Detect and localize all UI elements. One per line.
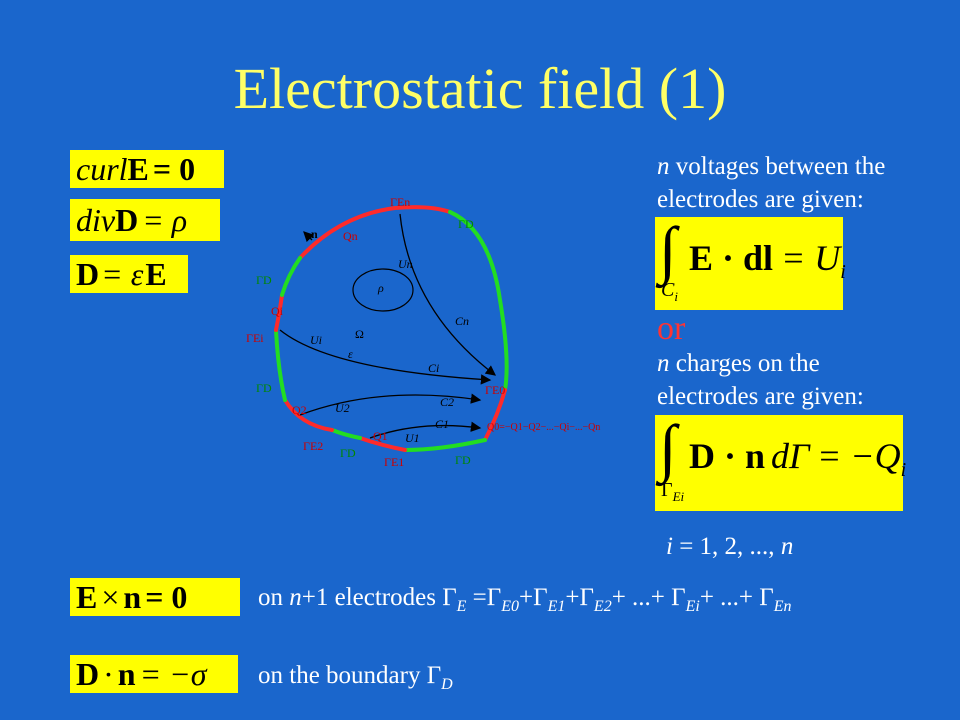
label-q-i: Qi: [271, 304, 284, 318]
div-equation: div D = ρ: [70, 199, 220, 241]
dot-vec: n: [117, 655, 136, 692]
line-integral-lower: Ci: [661, 279, 678, 304]
dirichlet-boundary-bottom-right: [403, 438, 487, 452]
line-integral-body: E · dl: [689, 238, 774, 278]
index-n: n: [780, 533, 794, 560]
label-u-n: Un: [398, 257, 413, 271]
label-c-2: C2: [440, 395, 454, 409]
cross-equation: E × n = 0: [70, 578, 240, 616]
dirichlet-boundary-left-upper: [280, 256, 302, 297]
dirichlet-boundary-left-lower: [274, 328, 287, 402]
label-gamma-e0: ΓE0: [485, 383, 505, 397]
constitutive-rhs: E: [145, 255, 167, 292]
label-gamma-e2: ΓE2: [303, 439, 323, 453]
curl-vec: E: [127, 150, 149, 187]
label-c-1: C1: [435, 417, 449, 431]
label-gamma-d-top: ΓD: [458, 217, 474, 231]
slide-title: Electrostatic field (1): [233, 56, 727, 121]
surface-integral-mid: dΓ: [771, 436, 810, 476]
surface-integral-sign: ∫: [659, 412, 677, 483]
cross-lhs: E: [76, 578, 98, 615]
dirichlet-boundary-right: [448, 210, 509, 392]
charges-line2: electrodes are given:: [657, 383, 864, 410]
label-u-1: U1: [405, 431, 420, 445]
charges-n: n: [657, 350, 670, 377]
cross-rhs: = 0: [145, 578, 188, 615]
label-gamma-e1: ΓE1: [384, 455, 404, 469]
curve-c2: [299, 393, 482, 416]
surface-integral-body: D · n: [689, 436, 766, 476]
surface-integral-equation: ∫ ΓEi D · n dΓ = −Qi: [655, 412, 907, 511]
curve-ci: [279, 329, 492, 385]
label-gamma-d-left-upper: ΓD: [256, 273, 272, 287]
dot-equation: D · n = −σ: [70, 655, 238, 693]
cross-vec: n: [123, 578, 142, 615]
label-q-1: Q1: [373, 429, 388, 443]
charge-region: [352, 268, 414, 312]
dot-mid: ·: [103, 655, 114, 692]
curl-equation: curl E = 0: [70, 150, 224, 188]
electrode-e1-boundary: [358, 436, 407, 452]
electrodes-text: on n+1 electrodes ΓE =ΓE0+ΓE1+ΓE2+ ...+ …: [258, 584, 792, 615]
voltages-line2: electrodes are given:: [657, 186, 864, 213]
label-c-i: Ci: [428, 361, 439, 375]
label-u-i: Ui: [310, 333, 322, 347]
label-u-2: U2: [335, 401, 350, 415]
dot-rhs: = −σ: [139, 655, 207, 692]
index-list: = 1, 2, ...,: [672, 533, 781, 560]
cross-mid: ×: [101, 578, 120, 615]
normal-vector: [303, 231, 315, 243]
voltages-line1: voltages between the: [669, 153, 886, 180]
label-n-vec: n: [311, 227, 318, 241]
charges-text: n charges on the electrodes are given:: [657, 347, 864, 413]
div-vec: D: [115, 201, 139, 238]
boundary-text: on the boundary ΓD: [258, 662, 453, 693]
label-gamma-en: ΓEn: [390, 195, 410, 209]
electrode-en-boundary: [298, 205, 452, 260]
curl-rhs: = 0: [152, 150, 196, 187]
curve-c1: [369, 421, 482, 439]
dot-lhs: D: [76, 655, 100, 692]
electrode-ei-boundary: [274, 293, 284, 332]
label-q-0-expr: Q0=−Q1−Q2−...−Qi−...−Qn: [487, 422, 600, 433]
curve-cn: [399, 213, 497, 376]
dirichlet-boundary-bottom-left: [330, 428, 362, 440]
voltages-text: n voltages between the electrodes are gi…: [657, 150, 885, 216]
label-omega: Ω: [355, 327, 364, 341]
label-c-n: Cn: [455, 314, 469, 328]
label-rho: ρ: [377, 281, 384, 295]
label-gamma-d-left-lower: ΓD: [256, 381, 272, 395]
label-gamma-ei: ΓEi: [246, 331, 264, 345]
line-integral-sign: ∫: [659, 214, 677, 285]
label-gamma-d-bottom-right: ΓD: [455, 453, 471, 467]
voltages-n: n: [657, 153, 670, 180]
label-gamma-d-bottom-left: ΓD: [340, 446, 356, 460]
line-integral-equation: ∫ Ci E · dl = Ui: [655, 214, 846, 310]
constitutive-mid: = ε: [101, 255, 144, 292]
electrode-e0-boundary: [483, 388, 507, 442]
label-q-2: Q2: [292, 403, 307, 417]
index-i: i: [666, 533, 673, 560]
constitutive-equation: D = ε E: [70, 255, 188, 293]
charges-line1: charges on the: [669, 350, 820, 377]
curl-op: curl: [76, 150, 128, 187]
div-rhs: = ρ: [142, 201, 188, 238]
surface-integral-lower: ΓEi: [661, 479, 685, 504]
electrode-e2-boundary: [283, 398, 334, 432]
label-epsilon: ε: [348, 347, 353, 361]
surface-integral-rhs: = −Qi: [817, 436, 907, 482]
div-op: div: [76, 201, 116, 238]
label-q-n: Qn: [343, 229, 358, 243]
or-text: or: [657, 310, 686, 347]
index-range: i = 1, 2, ..., n: [666, 533, 793, 561]
constitutive-lhs: D: [76, 255, 100, 292]
line-integral-rhs: = Ui: [781, 238, 846, 284]
